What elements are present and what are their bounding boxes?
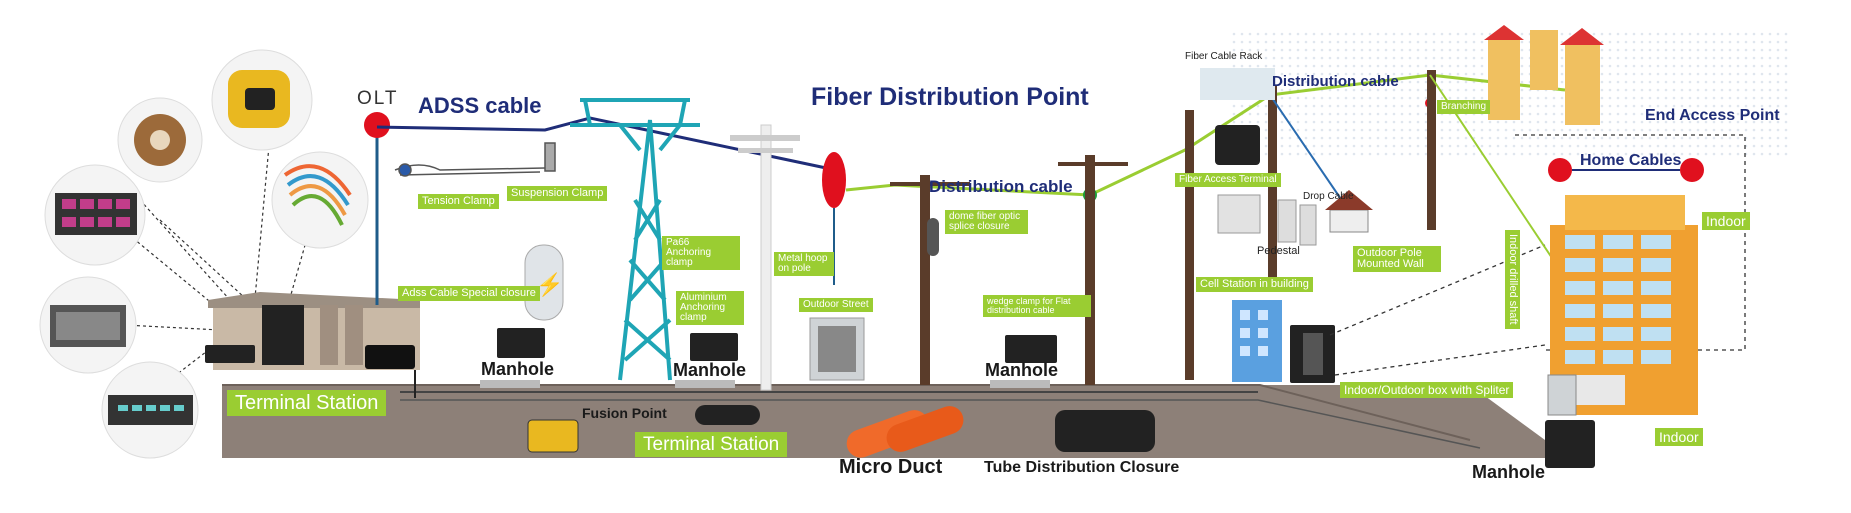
transmission-tower xyxy=(570,98,700,381)
wooden-pole-5 xyxy=(1427,70,1436,230)
branching-label: Branching xyxy=(1437,100,1491,114)
terminal-station-label-1: Terminal Station xyxy=(227,390,387,416)
fiber-cable-rack-label: Fiber Cable Rack xyxy=(1185,51,1263,62)
manhole-label-2: Manhole xyxy=(673,360,747,380)
end-access-point-label: End Access Point xyxy=(1645,107,1780,124)
tension-clamp-label: Tension Clamp xyxy=(418,194,499,209)
ground-top-line xyxy=(222,384,1471,441)
home-cable-marker-right xyxy=(1680,158,1704,182)
distribution-cable-label-2: Distribution cable xyxy=(1272,73,1399,90)
olt-label: OLT xyxy=(357,88,399,109)
manhole-label-1: Manhole xyxy=(481,359,555,379)
pa66-anchoring-clamp-label: Pa66 Anchoring clamp xyxy=(662,236,740,270)
wooden-pole-2 xyxy=(1085,155,1095,385)
adss-cable-special-closure-label: Adss Cable Special closure xyxy=(398,286,540,301)
dome-closure xyxy=(927,218,939,256)
micro-duct-label: Micro Duct xyxy=(839,456,943,478)
pedestal-image xyxy=(1217,194,1261,234)
fiber-distribution-point-marker xyxy=(822,152,846,208)
manhole-covers xyxy=(480,380,1050,388)
micro-duct-tubes xyxy=(846,406,964,458)
duct-line xyxy=(400,399,1481,449)
adss-closure xyxy=(524,244,564,321)
clamp-drawing xyxy=(394,142,556,177)
terminal-station-label-2: Terminal Station xyxy=(635,432,788,457)
manhole-label-4: Manhole xyxy=(1472,462,1546,482)
fiber-cable-rack-image xyxy=(1200,68,1275,100)
adss-cable-line xyxy=(376,116,846,174)
fiber-distribution-point-label: Fiber Distribution Point xyxy=(811,83,1089,111)
fusion-point-label: Fusion Point xyxy=(582,405,667,421)
dome-closure-label: dome fiber optic splice closure xyxy=(945,210,1028,234)
wooden-pole-3 xyxy=(1185,110,1194,380)
adss-cable-label: ADSS cable xyxy=(418,93,542,118)
fusion-splicer xyxy=(527,419,579,453)
terminal-station-building xyxy=(205,292,420,370)
home-cables-label: Home Cables xyxy=(1580,152,1682,169)
manhole-label-3: Manhole xyxy=(985,360,1059,380)
cell-station-label: Cell Station in building xyxy=(1196,277,1313,292)
metal-hoop-label: Metal hoop on pole xyxy=(774,252,834,276)
cell-station-building xyxy=(1232,300,1282,382)
fiber-access-terminal-label: Fiber Access Terminal xyxy=(1175,173,1281,187)
olt-marker xyxy=(364,112,390,138)
top-buildings xyxy=(1484,25,1604,125)
distribution-cable-label-1: Distribution cable xyxy=(929,177,1073,196)
wedge-clamp-label: wedge clamp for Flat distribution cable xyxy=(983,295,1091,317)
suspension-clamp-label: Suspension Clamp xyxy=(507,186,608,201)
tube-distribution-closure xyxy=(1055,410,1155,452)
manhole-boxes xyxy=(497,325,1595,468)
drop-cable-label: Drop Cable xyxy=(1303,191,1354,202)
indoor-drilled-shaft-label: Indoor drilled shaft xyxy=(1505,230,1520,329)
splitter-box xyxy=(1547,374,1577,416)
fiber-access-terminal-box xyxy=(1215,125,1260,165)
aluminium-anchoring-clamp-label: Aluminium Anchoring clamp xyxy=(676,291,744,325)
svg-text:⚡: ⚡ xyxy=(536,272,563,298)
small-house xyxy=(1325,190,1373,233)
tube-distribution-closure-label: Tube Distribution Closure xyxy=(984,459,1180,476)
equipment-circles xyxy=(39,49,369,459)
home-cable-marker-left xyxy=(1548,158,1572,182)
indoor-outdoor-box-label: Indoor/Outdoor box with Spliter xyxy=(1340,382,1514,398)
wooden-pole-1 xyxy=(920,175,930,385)
indoor-right-label: Indoor xyxy=(1702,212,1750,230)
utility-pole-1 xyxy=(730,124,800,391)
indoor-bottom-label: Indoor xyxy=(1655,428,1703,446)
outdoor-street-label: Outdoor Street xyxy=(799,298,873,312)
splice-closure-cylinder xyxy=(695,405,760,425)
pedestal-label: Pedestal xyxy=(1257,245,1300,257)
outdoor-pole-mounted-wall-label: Outdoor Pole Mounted Wall xyxy=(1353,246,1441,272)
